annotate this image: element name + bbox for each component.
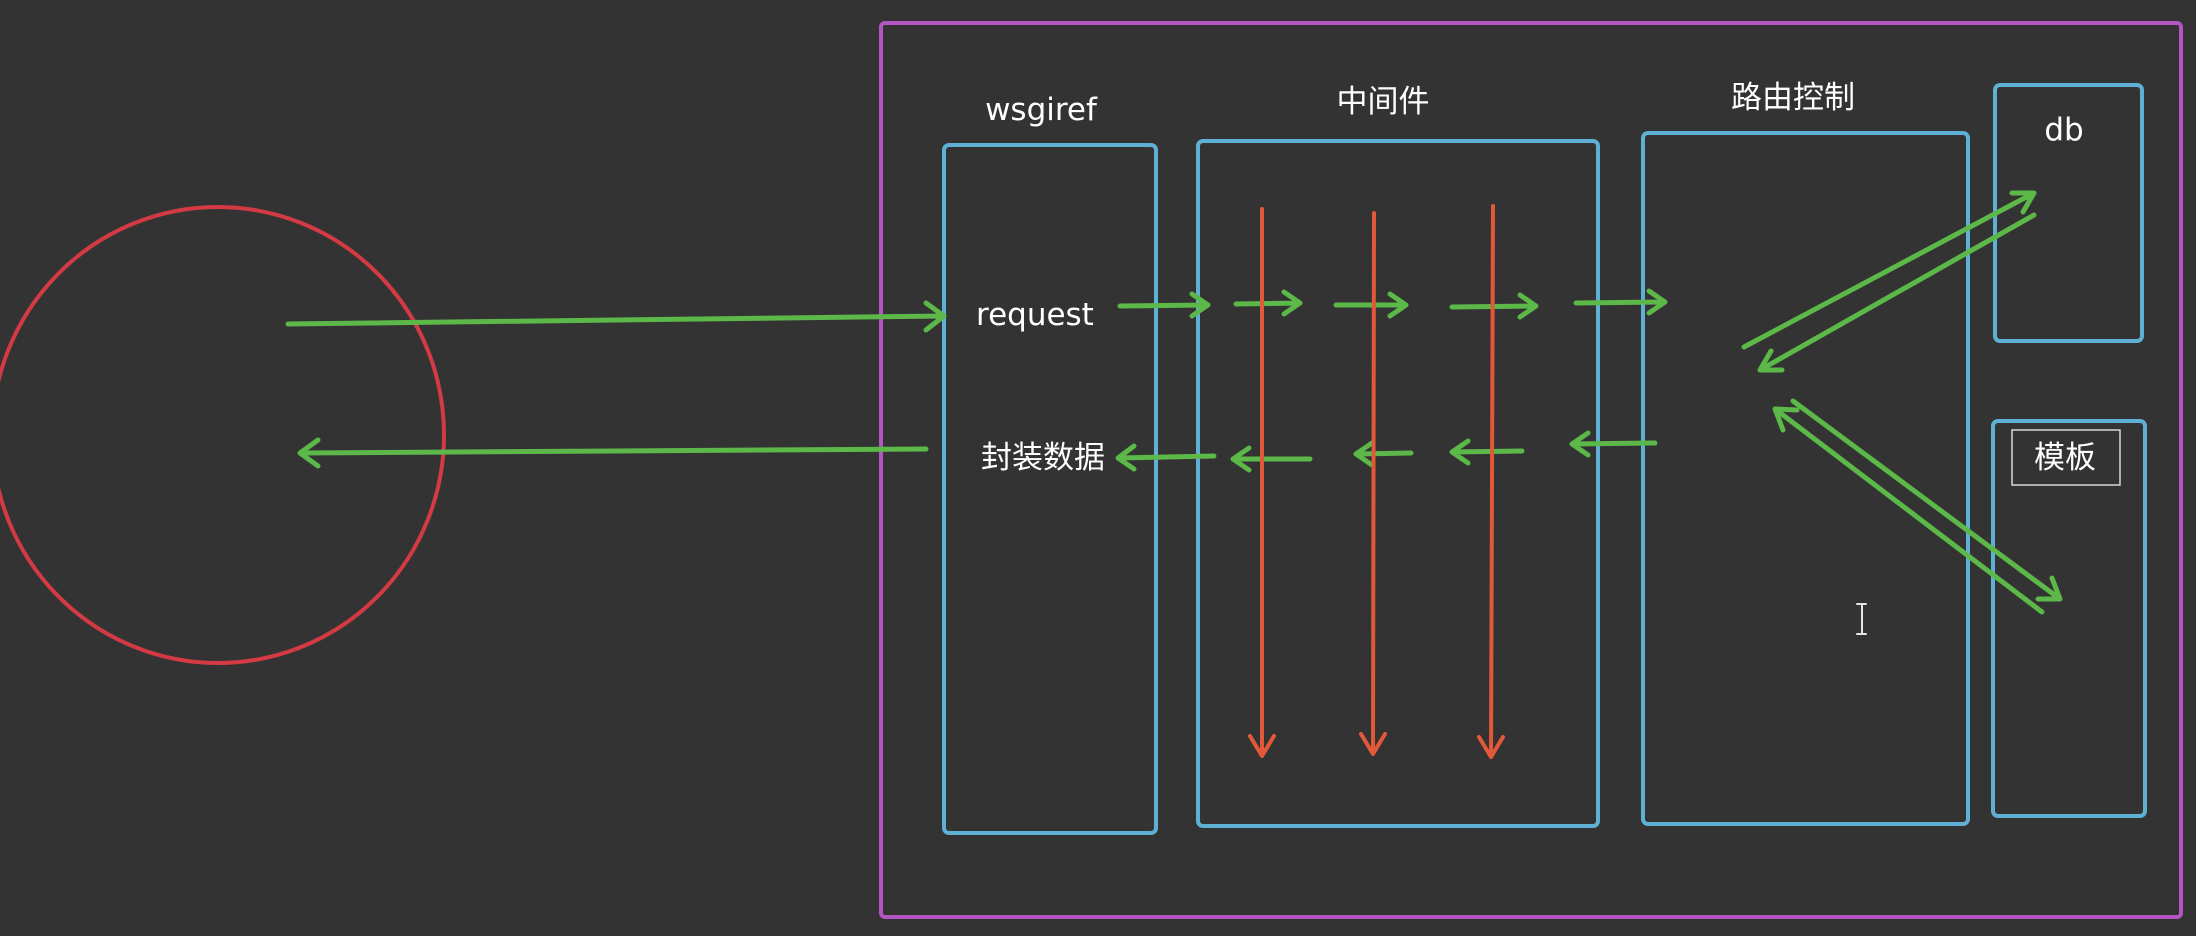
arrow-request-3 bbox=[1333, 291, 1409, 319]
template-label-frame bbox=[2011, 429, 2121, 486]
arrow-request-5 bbox=[1573, 288, 1668, 316]
routing-label: 路由控制 bbox=[1731, 80, 1855, 116]
wsgiref-box bbox=[942, 143, 1158, 835]
template-label: 模板 bbox=[2034, 440, 2096, 476]
arrow-routing-to-template bbox=[1790, 398, 2063, 602]
client-circle bbox=[0, 205, 446, 665]
routing-box bbox=[1641, 131, 1970, 826]
arrow-response-2 bbox=[1449, 438, 1525, 466]
arrow-template-to-routing bbox=[1772, 406, 2045, 615]
arrow-client-to-request bbox=[285, 300, 947, 333]
db-label: db bbox=[2044, 112, 2083, 148]
arrow-response-5 bbox=[1115, 443, 1217, 472]
arrow-request-1 bbox=[1117, 291, 1211, 319]
middleware-arrows bbox=[1248, 204, 1505, 759]
wsgiref-label: wsgiref bbox=[985, 92, 1098, 128]
middleware-box bbox=[1196, 139, 1600, 828]
arrow-response-4 bbox=[1230, 445, 1313, 473]
arrow-response-3 bbox=[1353, 440, 1414, 468]
middleware-arrow-1 bbox=[1248, 207, 1276, 758]
arrow-response-1 bbox=[1569, 430, 1658, 458]
middleware-arrow-2 bbox=[1359, 211, 1387, 756]
middleware-label: 中间件 bbox=[1337, 84, 1430, 120]
arrow-routing-to-db bbox=[1741, 190, 2037, 350]
response-label: 封装数据 bbox=[981, 440, 1105, 476]
arrow-db-to-routing bbox=[1757, 212, 2037, 373]
arrow-request-2 bbox=[1233, 289, 1303, 317]
middleware-arrow-3 bbox=[1477, 204, 1505, 759]
template-box bbox=[1991, 419, 2147, 818]
flow-arrows bbox=[285, 190, 2063, 615]
text-cursor-icon bbox=[1856, 603, 1867, 635]
arrow-response-to-client bbox=[297, 437, 929, 469]
server-frame bbox=[879, 21, 2183, 919]
request-label: request bbox=[976, 297, 1094, 333]
